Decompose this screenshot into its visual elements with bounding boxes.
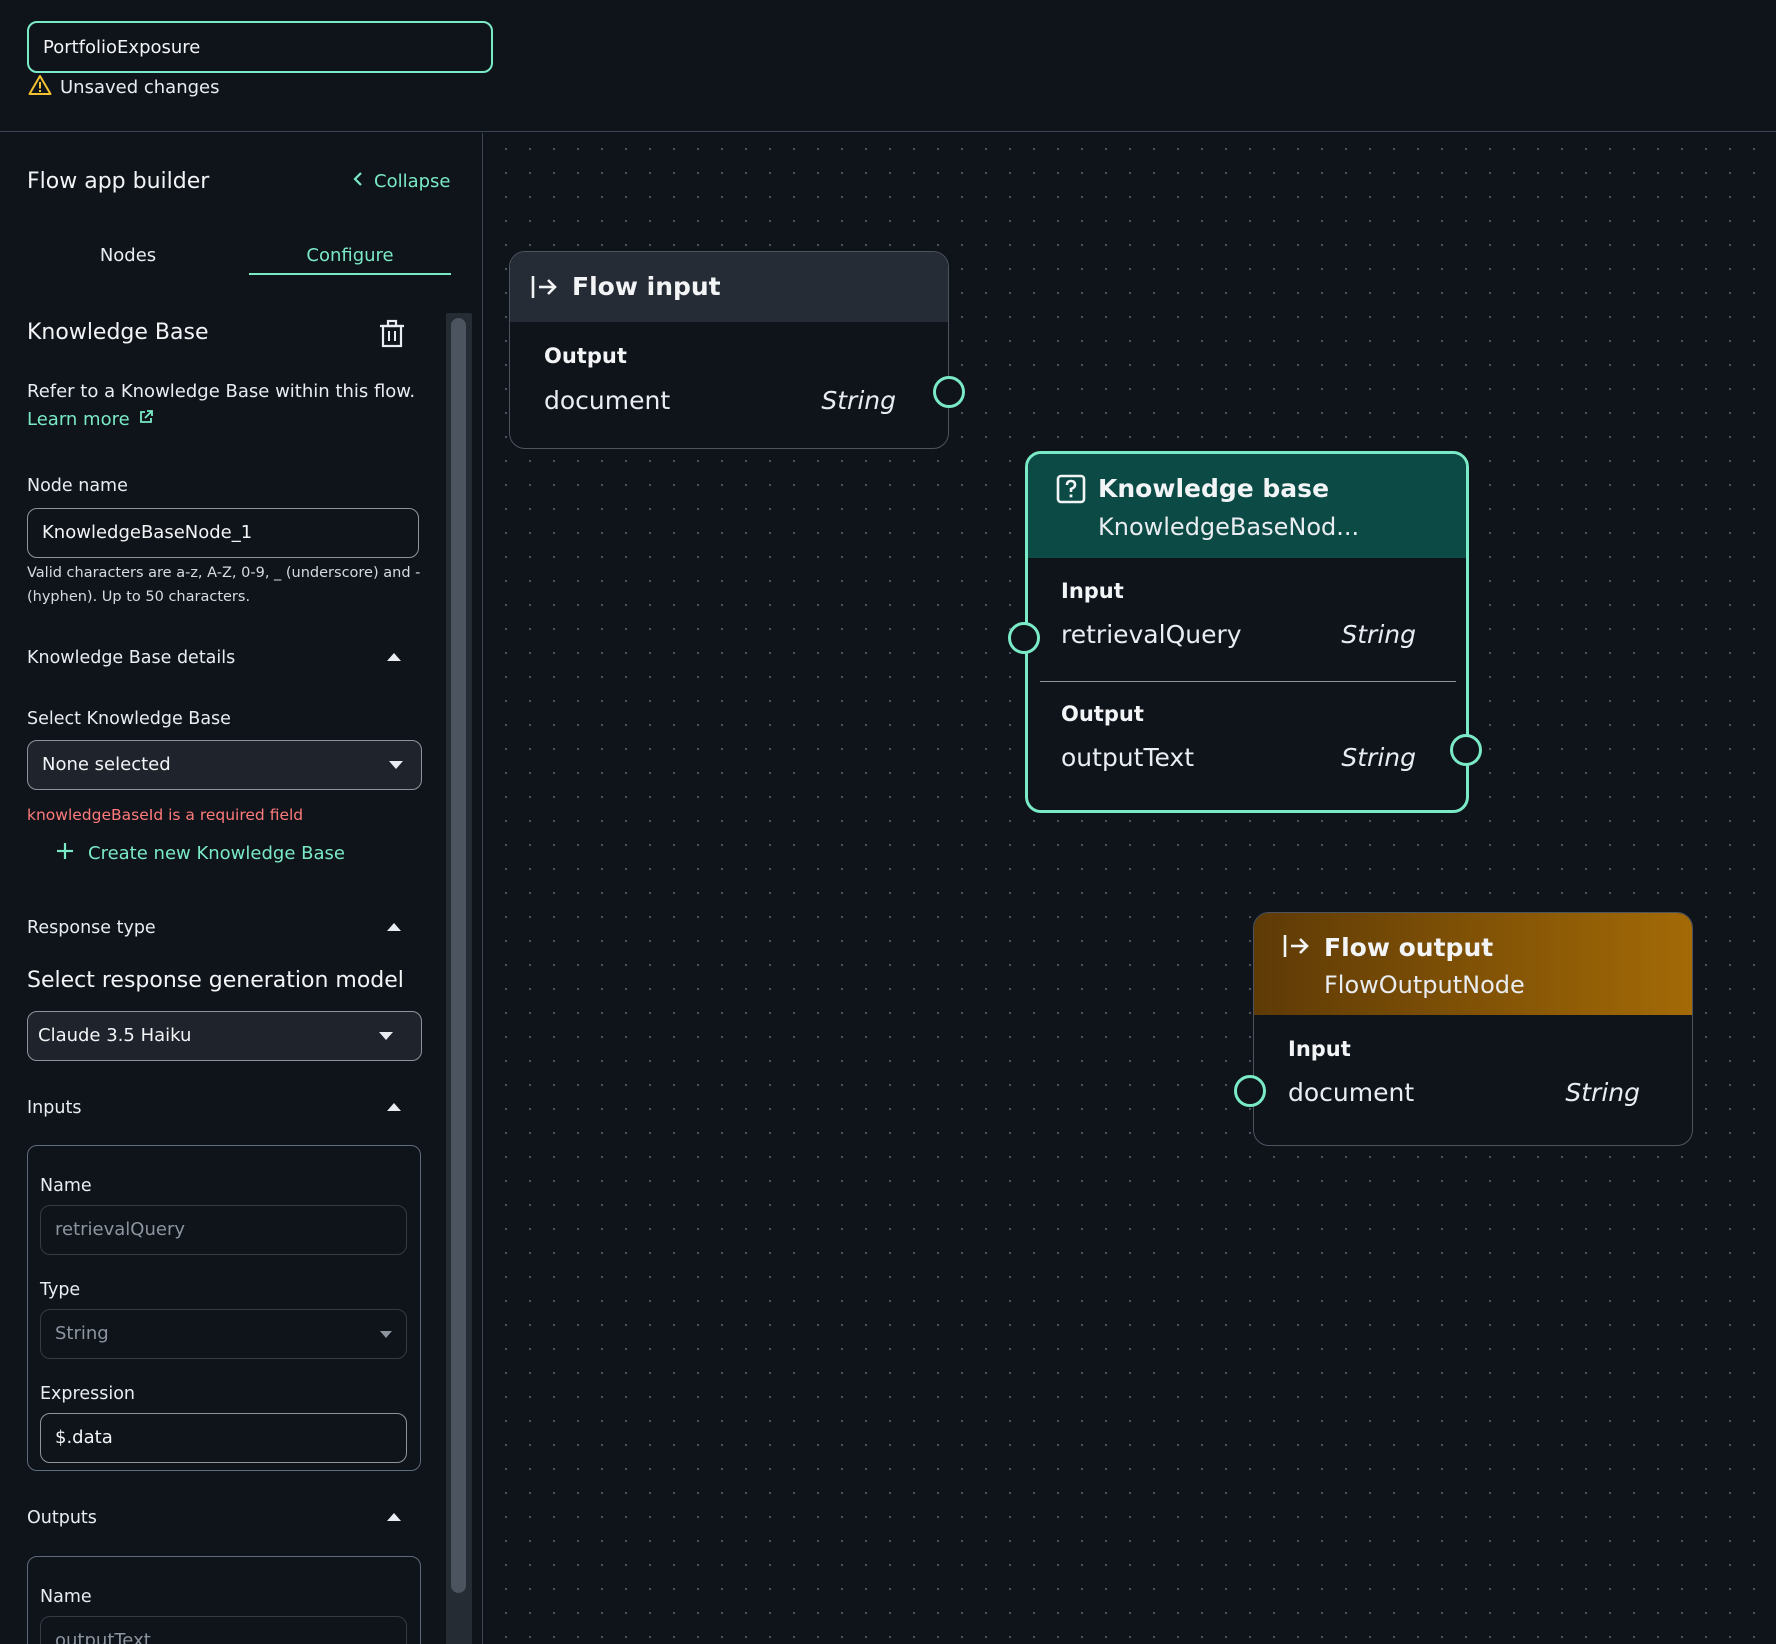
kb-details-toggle-icon[interactable] [387, 653, 401, 661]
inputs-label: Inputs [27, 1098, 82, 1118]
flow-builder-sidebar: Flow app builder Collapse Nodes Configur… [0, 133, 483, 1644]
create-kb-button[interactable]: Create new Knowledge Base [56, 842, 345, 865]
flow-name-input[interactable] [27, 21, 493, 73]
chevron-down-icon [380, 1331, 392, 1338]
kb-node-divider [1040, 681, 1456, 682]
kb-node-output-type: String [1341, 743, 1416, 772]
plus-icon [56, 842, 74, 865]
trash-icon[interactable] [378, 319, 406, 353]
model-value: Claude 3.5 Haiku [38, 1025, 192, 1046]
flow-output-input-handle[interactable] [1234, 1075, 1266, 1107]
kb-node-output-label: Output [1061, 702, 1144, 726]
knowledge-base-node[interactable]: Knowledge base KnowledgeBaseNod... Input… [1008, 451, 1482, 813]
node-name-hint: Valid characters are a-z, A-Z, 0-9, _ (u… [27, 565, 421, 605]
knowledge-base-header: Knowledge base KnowledgeBaseNod... [1028, 454, 1466, 558]
flow-output-header: Flow output FlowOutputNode [1254, 913, 1692, 1015]
flow-input-output-handle[interactable] [933, 376, 965, 408]
sidebar-title: Flow app builder [27, 169, 210, 194]
kb-node-input-name: retrievalQuery [1061, 620, 1242, 649]
outputs-toggle-icon[interactable] [387, 1513, 401, 1521]
model-dropdown[interactable]: Claude 3.5 Haiku [27, 1011, 422, 1061]
input-item-card: Name retrievalQuery Type String Expressi… [27, 1145, 421, 1471]
flow-input-title: Flow input [572, 272, 721, 301]
flow-input-header: Flow input [510, 252, 948, 322]
flow-output-subtitle: FlowOutputNode [1324, 971, 1525, 999]
model-label: Select response generation model [27, 968, 404, 993]
inputs-toggle-icon[interactable] [387, 1103, 401, 1111]
arrow-right-from-bar-icon [1282, 933, 1310, 963]
flow-canvas[interactable]: Flow input Output document String Knowle… [484, 133, 1776, 1644]
sidebar-scrollbar-thumb[interactable] [451, 318, 466, 1593]
flow-output-input-label: Input [1288, 1037, 1351, 1061]
kb-details-label: Knowledge Base details [27, 648, 236, 668]
flow-output-port-name: document [1288, 1078, 1415, 1107]
section-description: Refer to a Knowledge Base within this fl… [27, 381, 416, 402]
question-box-icon [1056, 474, 1086, 508]
flow-output-node[interactable]: Flow output FlowOutputNode Input documen… [1234, 912, 1693, 1146]
flow-output-port-type: String [1565, 1078, 1640, 1107]
tab-configure[interactable]: Configure [249, 233, 451, 275]
chevron-down-icon [379, 1032, 393, 1040]
flow-input-port-type: String [821, 386, 896, 415]
node-name-input[interactable]: KnowledgeBaseNode_1 [27, 508, 419, 558]
collapse-button[interactable]: Collapse [352, 171, 451, 192]
input-name-label: Name [40, 1176, 92, 1196]
input-expression-label: Expression [40, 1384, 135, 1404]
output-name-label: Name [40, 1587, 92, 1607]
response-type-toggle-icon[interactable] [387, 923, 401, 931]
kb-node-output-handle[interactable] [1450, 734, 1482, 766]
chevron-down-icon [389, 761, 403, 769]
select-kb-value: None selected [42, 754, 171, 775]
input-type-dropdown[interactable]: String [40, 1309, 407, 1359]
kb-node-input-handle[interactable] [1008, 622, 1040, 654]
sidebar-tabs: Nodes Configure [27, 233, 451, 275]
output-item-card: Name outputText [27, 1556, 421, 1644]
input-type-value: String [55, 1323, 109, 1344]
flow-input-port-name: document [544, 386, 671, 415]
kb-node-input-label: Input [1061, 579, 1124, 603]
input-name-field[interactable]: retrievalQuery [40, 1205, 407, 1255]
knowledge-base-subtitle: KnowledgeBaseNod... [1098, 513, 1360, 541]
knowledge-base-title: Knowledge base [1098, 474, 1330, 503]
tab-nodes[interactable]: Nodes [99, 245, 157, 266]
chevron-left-icon [352, 171, 364, 192]
input-type-label: Type [40, 1280, 81, 1300]
select-kb-dropdown[interactable]: None selected [27, 740, 422, 790]
top-bar: Unsaved changes [0, 0, 1776, 132]
create-kb-label: Create new Knowledge Base [88, 843, 345, 864]
section-title: Knowledge Base [27, 320, 209, 345]
flow-input-output-label: Output [544, 344, 627, 368]
outputs-label: Outputs [27, 1508, 97, 1528]
unsaved-text: Unsaved changes [60, 77, 220, 98]
kb-node-input-type: String [1341, 620, 1416, 649]
arrow-right-from-bar-icon [530, 274, 558, 304]
select-kb-label: Select Knowledge Base [27, 709, 231, 729]
external-link-icon [138, 409, 154, 430]
input-expression-field[interactable]: $.data [40, 1413, 407, 1463]
flow-output-title: Flow output [1324, 933, 1494, 962]
unsaved-status: Unsaved changes [28, 74, 220, 101]
node-name-label: Node name [27, 476, 128, 496]
kb-error-message: knowledgeBaseId is a required field [27, 806, 304, 824]
learn-more-label: Learn more [27, 409, 130, 430]
warning-icon [28, 74, 52, 101]
flow-input-node[interactable]: Flow input Output document String [509, 251, 965, 449]
learn-more-link[interactable]: Learn more [27, 409, 154, 430]
kb-node-output-name: outputText [1061, 743, 1195, 772]
output-name-field[interactable]: outputText [40, 1616, 407, 1644]
collapse-label: Collapse [374, 171, 451, 192]
response-type-label: Response type [27, 918, 156, 938]
